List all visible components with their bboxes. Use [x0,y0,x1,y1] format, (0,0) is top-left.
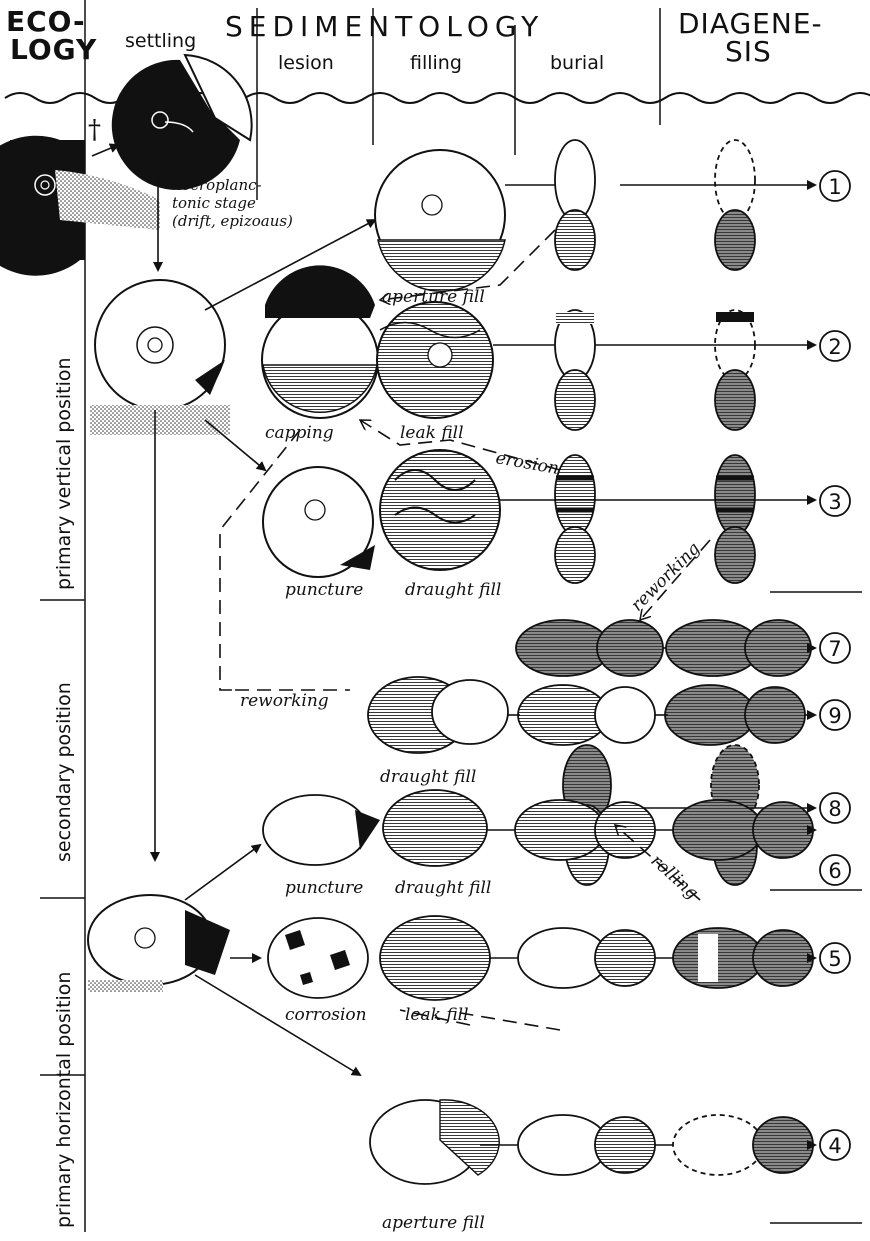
label-rolling: rolling [647,851,702,904]
outcome-5: 5 [820,943,850,973]
row-2 [262,265,815,430]
side-label-primary-horizontal: primary horizontal position [53,972,75,1228]
label-draught-fill-top: draught fill [405,580,501,600]
header-sedimentology: SEDIMENTOLOGY [225,10,544,43]
outcome-1: 1 [820,171,850,201]
label-necroplanktonic-3: (drift, epizoaus) [172,212,293,230]
label-reworking-right: reworking [627,539,704,616]
svg-text:6: 6 [828,859,841,883]
label-draught-fill-mid: draught fill [380,767,476,787]
svg-text:9: 9 [828,704,841,728]
outcome-4: 4 [820,1130,850,1160]
header-ecology-1: ECO- [6,10,86,34]
svg-text:1: 1 [828,175,841,199]
label-corrosion: corrosion [285,1005,367,1025]
stage-lesion: lesion [278,52,334,74]
svg-text:5: 5 [828,947,841,971]
label-reworking-left: reworking [240,691,329,711]
stage-burial: burial [550,52,604,74]
stage-settling: settling [125,30,196,52]
outcome-3: 3 [820,486,850,516]
settling-ammonite [112,55,252,190]
header-ecology-2: LOGY [10,38,97,62]
outcome-markers: 1 2 3 7 9 8 6 5 4 [820,171,850,1160]
outcome-9: 9 [820,700,850,730]
label-puncture-top: puncture [285,580,363,600]
header-diagenesis-1: DIAGENE- [678,12,823,36]
label-capping: capping [265,423,334,443]
label-draught-fill-bottom: draught fill [395,878,491,898]
svg-text:2: 2 [828,335,841,359]
stage-filling: filling [410,52,462,74]
side-label-secondary: secondary position [53,682,75,862]
svg-text:7: 7 [828,637,841,661]
outcome-2: 2 [820,331,850,361]
svg-text:8: 8 [828,797,841,821]
side-label-primary-vertical: primary vertical position [53,357,75,590]
vertical-ammonite [90,280,230,435]
svg-text:4: 4 [828,1134,841,1158]
horizontal-ammonite [88,895,230,992]
label-leak-fill-top: leak fill [400,423,464,443]
outcome-7: 7 [820,633,850,663]
label-leak-fill-bottom: leak fill [405,1005,469,1025]
label-aperture-fill-top: aperture fill [382,287,485,307]
outcome-6: 6 [820,855,850,885]
label-aperture-fill-bottom: aperture fill [382,1213,485,1233]
row-5 [268,916,815,1000]
row-4 [370,1100,815,1184]
label-puncture-bottom: puncture [285,878,363,898]
outcome-8: 8 [820,793,850,823]
death-symbol: † [88,115,101,145]
svg-text:3: 3 [828,490,841,514]
label-necroplanktonic-1: necroplanc- [172,176,262,194]
row-1 [375,140,815,291]
header-diagenesis-2: SIS [725,40,772,64]
row-9 [368,677,815,753]
label-erosion: erosion [494,448,560,479]
row-6 [263,790,815,866]
row-7 [516,620,815,676]
label-necroplanktonic-2: tonic stage [172,194,256,212]
